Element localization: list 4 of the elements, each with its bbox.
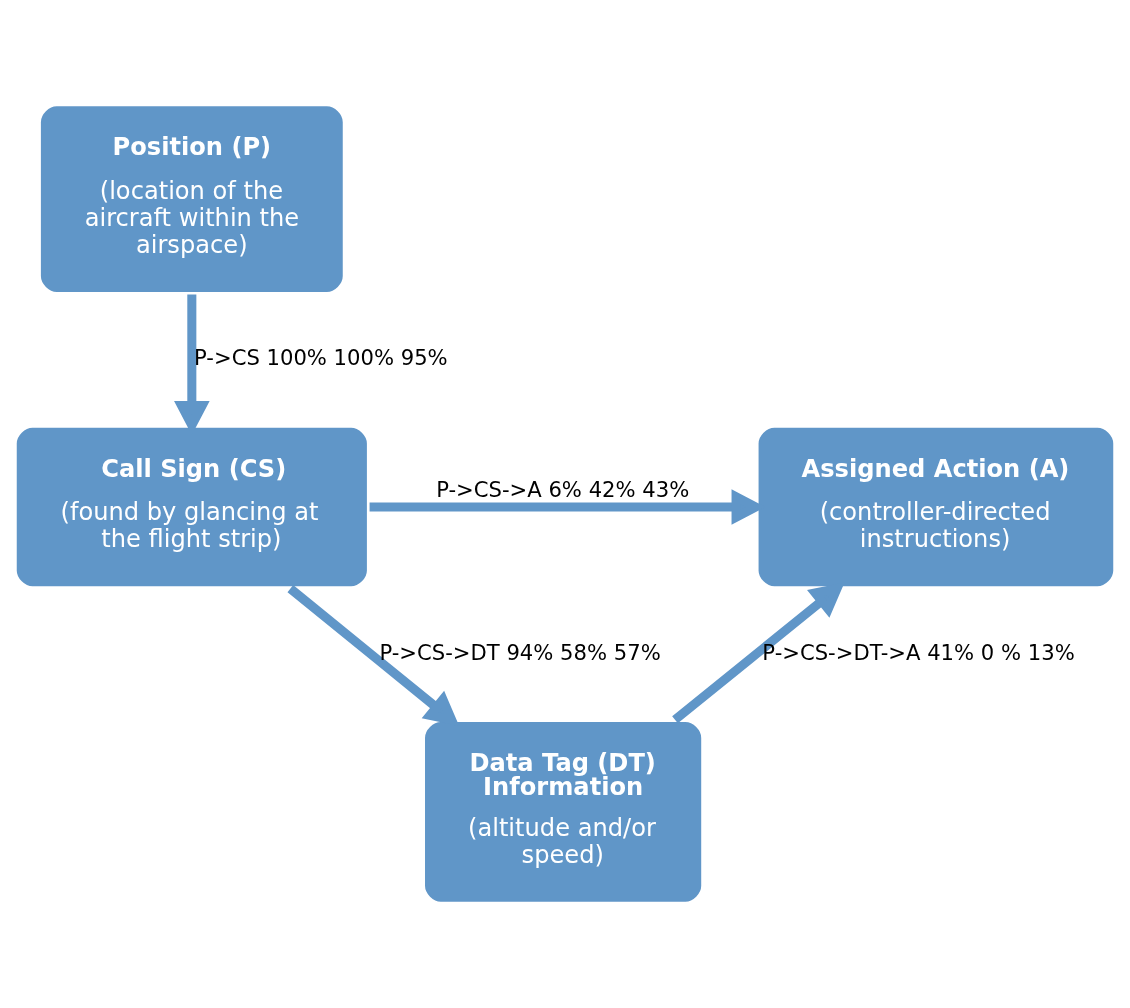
edge-label: P->CS->A 6% 42% 43% [436,476,690,502]
edge-label: P->CS->DT->A 41% 0 % 13% [762,639,1075,665]
edge-label: P->CS 100% 100% 95% [194,345,448,371]
edge-label: P->CS->DT 94% 58% 57% [379,639,661,665]
